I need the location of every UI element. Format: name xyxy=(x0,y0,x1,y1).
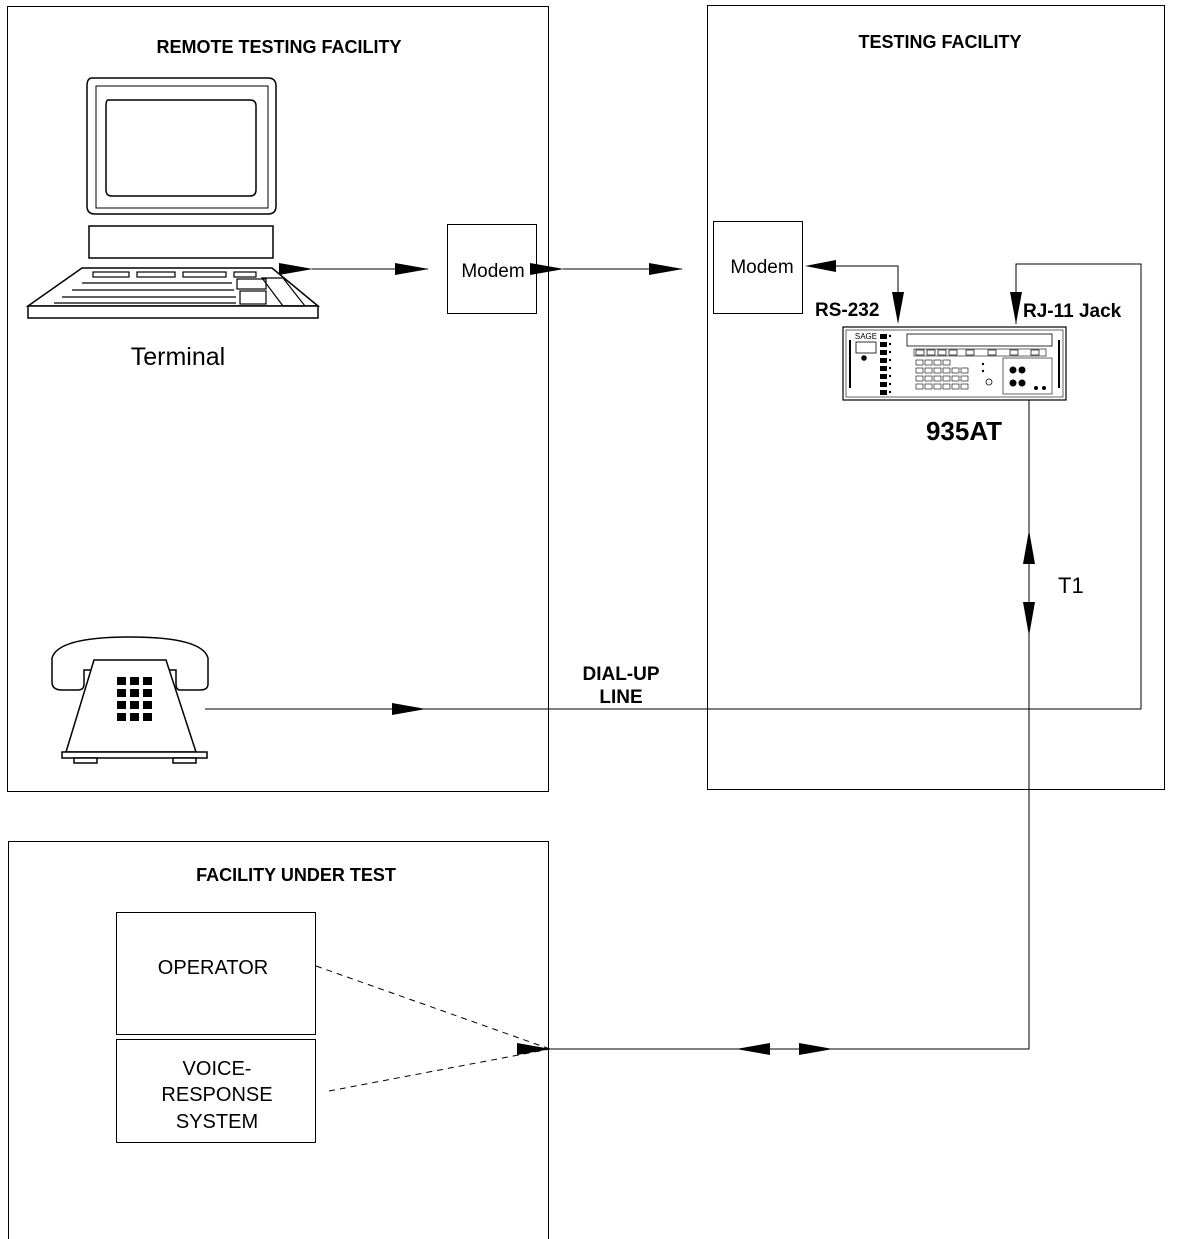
operator-dashed-link xyxy=(315,965,551,1050)
voice-response-line3: SYSTEM xyxy=(176,1111,258,1133)
voice-response-dashed-link xyxy=(328,1048,551,1092)
link-arrow-left xyxy=(736,1043,770,1055)
dialup-arrow xyxy=(392,703,426,715)
dialup-label-line2: LINE xyxy=(599,687,642,708)
rs232-arrow-down xyxy=(892,292,904,324)
facility-under-test-box xyxy=(8,841,549,1239)
remote-facility-box xyxy=(7,6,549,792)
testing-modem-box xyxy=(713,221,803,314)
unit-model-label: 935AT xyxy=(926,416,1002,446)
operator-box xyxy=(116,912,316,1035)
remote-facility-title: REMOTE TESTING FACILITY xyxy=(156,37,401,57)
terminal-label: Terminal xyxy=(131,343,225,371)
t1-arrow-up xyxy=(1023,530,1035,564)
voice-response-line1: VOICE- xyxy=(183,1058,252,1080)
rs232-label: RS-232 xyxy=(815,300,879,321)
remote-modem-label: Modem xyxy=(461,261,524,282)
testing-facility-box xyxy=(707,5,1165,790)
testing-facility-title: TESTING FACILITY xyxy=(858,32,1021,52)
t1-arrow-down xyxy=(1023,602,1035,636)
facility-under-test-title: FACILITY UNDER TEST xyxy=(196,865,396,885)
telephone-icon xyxy=(51,636,209,764)
rj11-label: RJ-11 Jack xyxy=(1023,301,1122,322)
sage-brand-label: SAGE xyxy=(855,332,877,341)
link-arrow-right xyxy=(799,1043,833,1055)
rj11-arrow-down xyxy=(1010,292,1022,324)
rj11-dialup-line xyxy=(420,263,1142,710)
rs232-arrow-left xyxy=(805,260,836,272)
voice-response-line2: RESPONSE xyxy=(161,1084,272,1106)
terminal-computer-icon xyxy=(25,77,321,319)
voice-response-box xyxy=(116,1039,316,1143)
t1-line xyxy=(833,400,1030,1050)
t1-label: T1 xyxy=(1058,573,1084,598)
operator-label: OPERATOR xyxy=(158,957,268,979)
dialup-label-line1: DIAL-UP xyxy=(582,664,659,685)
testing-modem-label: Modem xyxy=(730,257,793,278)
sage-935at-unit xyxy=(842,326,1067,401)
